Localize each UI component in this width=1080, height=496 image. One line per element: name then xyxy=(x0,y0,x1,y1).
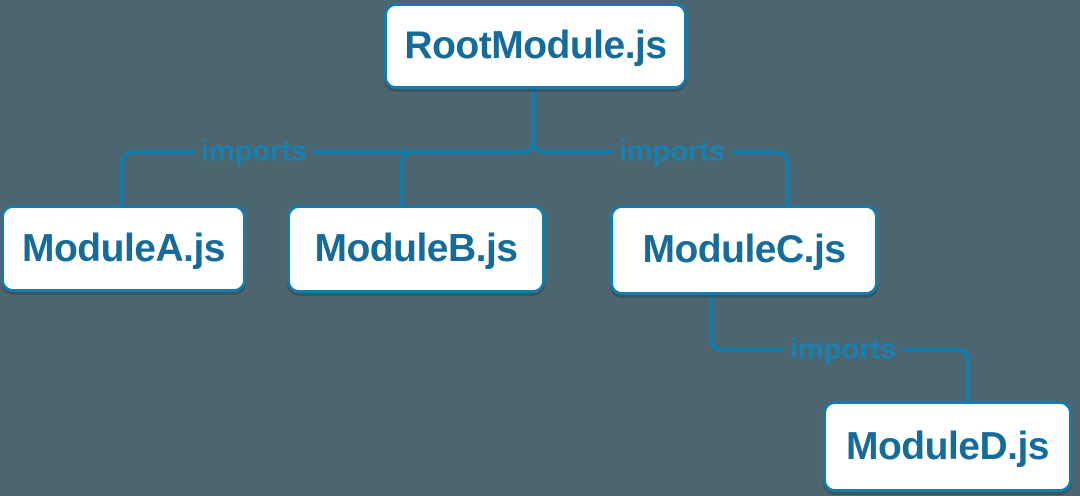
node-modulec: ModuleC.js xyxy=(610,205,878,295)
node-moduleb-label: ModuleB.js xyxy=(314,227,518,270)
node-modulea: ModuleA.js xyxy=(1,205,246,292)
node-modulea-label: ModuleA.js xyxy=(21,226,226,270)
edge-label-imports-moduled: imports xyxy=(783,333,903,367)
edge-rootmodule-modulea xyxy=(120,89,535,206)
edge-label-imports-modulea: imports xyxy=(194,135,314,169)
node-rootmodule: RootModule.js xyxy=(384,3,687,89)
node-modulec-label: ModuleC.js xyxy=(642,228,846,271)
node-moduled-label: ModuleD.js xyxy=(845,424,1050,468)
node-moduleb: ModuleB.js xyxy=(287,205,545,293)
edge-label-imports-modulec: imports xyxy=(612,135,732,169)
node-rootmodule-label: RootModule.js xyxy=(404,24,667,67)
edge-rootmodule-moduleb xyxy=(400,89,535,206)
node-moduled: ModuleD.js xyxy=(823,401,1072,492)
